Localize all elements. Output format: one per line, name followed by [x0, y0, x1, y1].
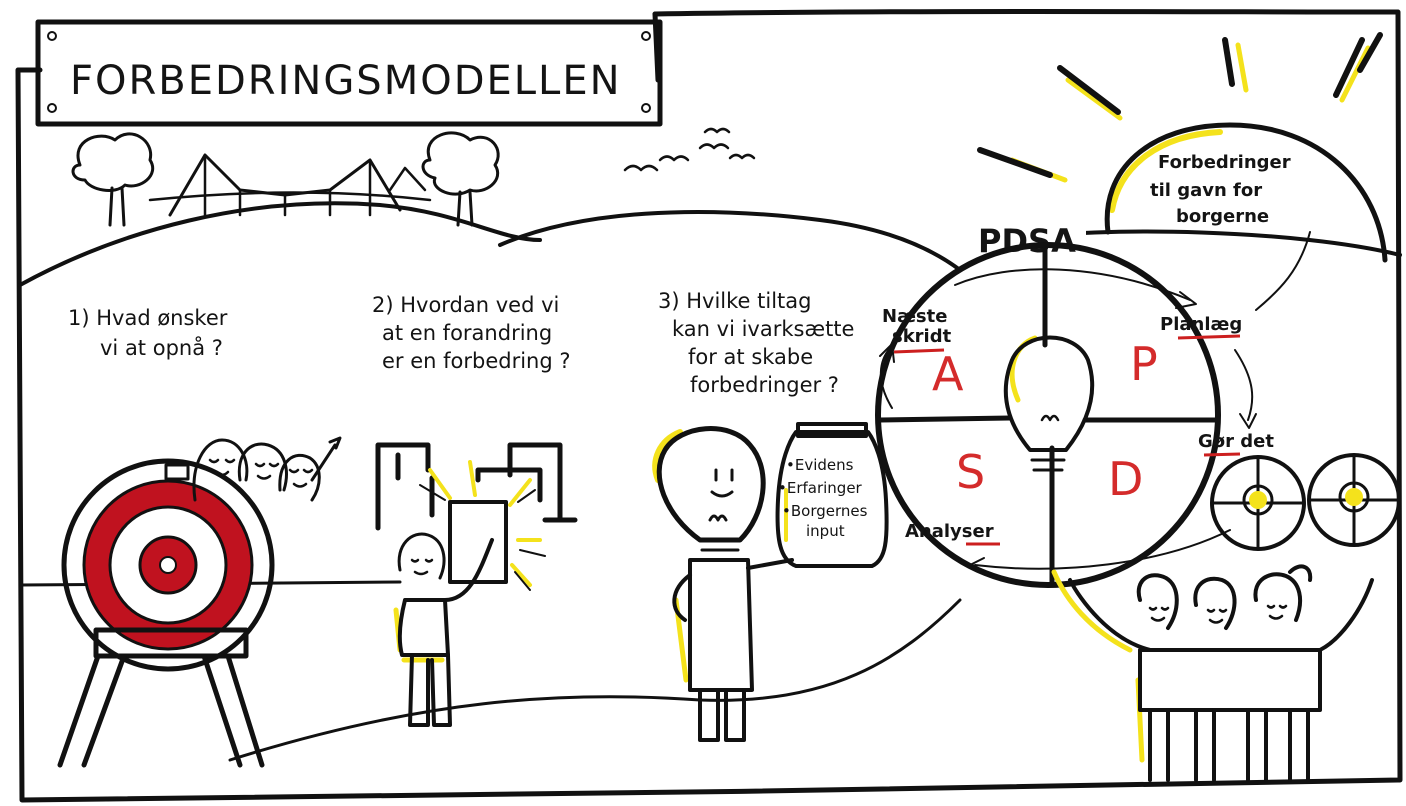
- q3-line-3: for at skabe: [688, 345, 813, 369]
- sun-rays: [977, 32, 1383, 183]
- pdsa-steps: Planlæg Gør det Analyser Næste skridt: [882, 306, 1274, 546]
- q3-line-1: 3) Hvilke tiltag: [658, 289, 811, 313]
- measure-scene: [375, 442, 578, 727]
- q1-line-2: vi at opnå ?: [100, 335, 223, 360]
- outcome-line-1: Forbedringer: [1158, 152, 1291, 173]
- step-skridt: skridt: [892, 326, 952, 347]
- jar-item-4: input: [806, 522, 845, 540]
- jar-item-2: •Erfaringer: [778, 479, 863, 497]
- jar-item-1: •Evidens: [786, 456, 854, 474]
- question-1: 1) Hvad ønsker vi at opnå ?: [68, 306, 228, 360]
- step-naeste: Næste: [882, 306, 947, 327]
- question-3: 3) Hvilke tiltag kan vi ivarksætte for a…: [658, 289, 854, 397]
- pdsa-label: PDSA: [958, 212, 1086, 264]
- outcome-line-2: til gavn for: [1150, 180, 1262, 201]
- question-2: 2) Hvordan ved vi at en forandring er en…: [372, 293, 571, 373]
- step-analyser: Analyser: [905, 521, 994, 542]
- result-bulbs: [1210, 453, 1401, 551]
- pdsa-letter-a: A: [932, 347, 964, 401]
- step-planlaeg: Planlæg: [1160, 314, 1242, 335]
- title-sign: FORBEDRINGSMODELLEN: [35, 19, 663, 127]
- q3-line-2: kan vi ivarksætte: [672, 317, 854, 341]
- pdsa-letter-p: P: [1130, 337, 1158, 391]
- birds: [623, 127, 756, 172]
- outcome-sun: Forbedringer til gavn for borgerne: [1104, 122, 1388, 311]
- pdsa-letter-s: S: [956, 445, 985, 499]
- outcome-line-3: borgerne: [1176, 206, 1269, 227]
- q1-line-1: 1) Hvad ønsker: [68, 306, 228, 330]
- evidence-jar: •Evidens •Erfaringer •Borgernes input: [775, 422, 889, 568]
- target-easel: [57, 458, 275, 768]
- celebrating-group: [1051, 564, 1374, 782]
- q2-line-1: 2) Hvordan ved vi: [372, 293, 559, 317]
- bulb-character: [652, 426, 794, 742]
- jar-item-3: •Borgernes: [782, 502, 868, 520]
- step-gor-det: Gør det: [1198, 431, 1274, 452]
- pdsa-cycle: A P S D: [875, 242, 1257, 588]
- pdsa-letter-d: D: [1108, 452, 1143, 506]
- q2-line-2: at en forandring: [382, 321, 552, 345]
- cheering-group: [192, 436, 342, 502]
- bridge-scene: [71, 131, 500, 227]
- q3-line-4: forbedringer ?: [690, 373, 839, 397]
- page-title: FORBEDRINGSMODELLEN: [70, 58, 622, 104]
- q2-line-3: er en forbedring ?: [382, 349, 571, 373]
